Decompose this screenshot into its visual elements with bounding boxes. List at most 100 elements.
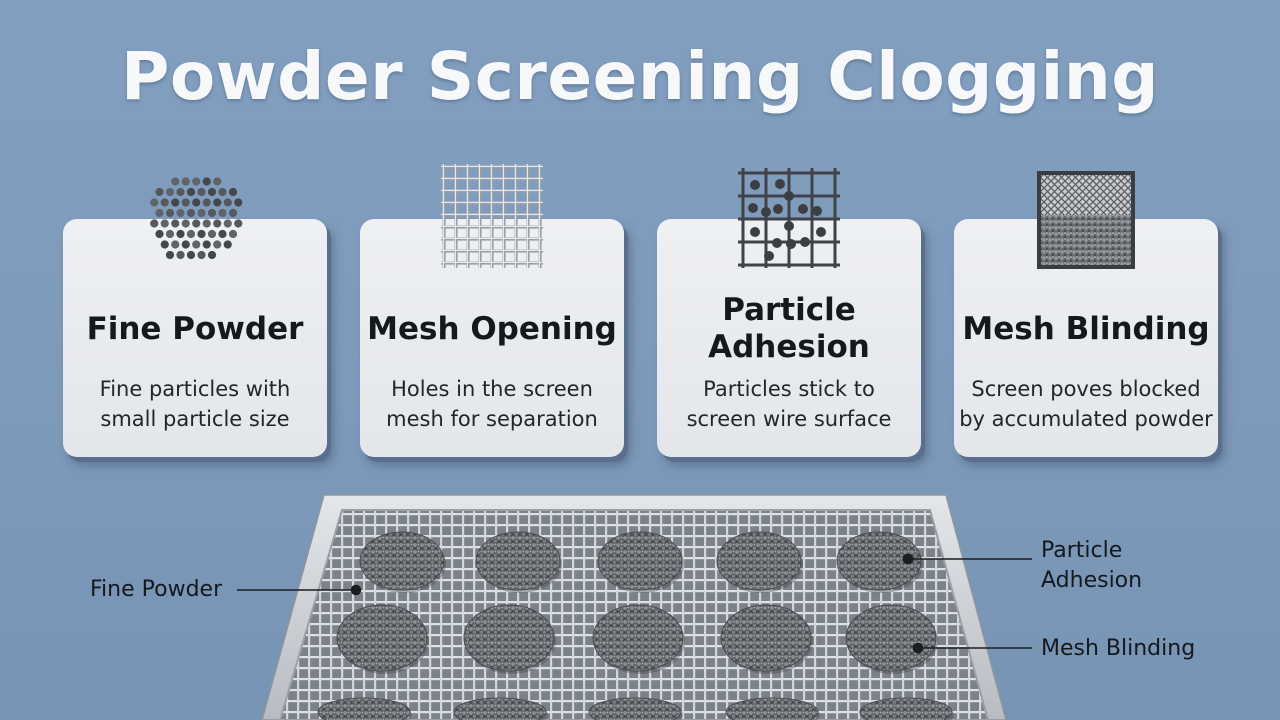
adhered-particle bbox=[748, 203, 758, 213]
adhered-particle bbox=[750, 227, 760, 237]
callout-line: Particle bbox=[1041, 538, 1123, 563]
powder-dot bbox=[218, 187, 227, 197]
powder-dot bbox=[181, 240, 190, 249]
powder-pile bbox=[317, 697, 411, 720]
powder-dot bbox=[176, 187, 185, 197]
powder-dot bbox=[234, 219, 243, 228]
powder-dot bbox=[228, 208, 238, 218]
powder-dot bbox=[207, 208, 217, 218]
powder-dot bbox=[171, 198, 180, 207]
powder-dot bbox=[171, 177, 180, 186]
callout-particle-adhesion: Particle Adhesion bbox=[1041, 536, 1142, 596]
card-description: Holes in the screen mesh for separation bbox=[360, 374, 624, 434]
powder-pile bbox=[716, 531, 802, 591]
powder-dot bbox=[165, 229, 175, 239]
powder-dot bbox=[186, 229, 196, 239]
powder-dot bbox=[202, 198, 211, 207]
powder-dot bbox=[155, 208, 164, 218]
powder-dot bbox=[165, 208, 175, 218]
powder-dot bbox=[176, 250, 185, 260]
card-desc-line: Holes in the screen bbox=[391, 377, 593, 401]
powder-dot bbox=[176, 229, 185, 239]
card-desc-line: mesh for separation bbox=[386, 407, 598, 431]
powder-pile bbox=[336, 604, 428, 672]
powder-dot bbox=[202, 219, 211, 228]
powder-dot bbox=[218, 229, 227, 239]
adhered-particle bbox=[816, 227, 826, 237]
powder-dot bbox=[160, 240, 169, 249]
powder-dot bbox=[202, 240, 211, 249]
callout-mesh-blinding: Mesh Blinding bbox=[1041, 636, 1196, 661]
powder-dot bbox=[192, 177, 201, 186]
powder-dot bbox=[197, 250, 206, 260]
powder-dot bbox=[207, 250, 217, 260]
screen-tray-illustration bbox=[237, 494, 1032, 720]
adhered-particle bbox=[773, 204, 783, 214]
particle-adhesion-icon bbox=[738, 168, 840, 268]
card-description: Screen poves blocked by accumulated powd… bbox=[954, 374, 1218, 434]
powder-dot bbox=[223, 219, 232, 228]
powder-pile bbox=[588, 697, 682, 720]
powder-dot bbox=[186, 250, 196, 260]
powder-dot bbox=[150, 219, 159, 228]
adhered-particle bbox=[786, 239, 796, 249]
powder-pile bbox=[836, 531, 922, 591]
powder-pile bbox=[725, 697, 819, 720]
powder-dot bbox=[171, 240, 180, 249]
powder-dot bbox=[181, 177, 190, 186]
powder-dot bbox=[207, 229, 217, 239]
adhered-particle bbox=[798, 204, 808, 214]
card-description: Particles stick to screen wire surface bbox=[657, 374, 921, 434]
powder-dot bbox=[160, 198, 169, 207]
powder-dot bbox=[197, 208, 206, 218]
powder-dot bbox=[207, 187, 217, 197]
card-desc-line: small particle size bbox=[100, 407, 290, 431]
card-fine-powder: Fine Powder Fine particles with small pa… bbox=[63, 219, 327, 457]
adhered-particle bbox=[750, 180, 760, 190]
card-title: Particle Adhesion bbox=[657, 292, 921, 366]
powder-pile bbox=[845, 604, 937, 672]
powder-dot bbox=[186, 208, 196, 218]
card-title: Fine Powder bbox=[63, 311, 327, 348]
powder-pile bbox=[453, 697, 547, 720]
mesh-opening-icon bbox=[441, 164, 543, 268]
powder-pile bbox=[475, 531, 561, 591]
card-title-line: Adhesion bbox=[708, 329, 870, 365]
powder-dot bbox=[213, 219, 222, 228]
powder-dot bbox=[197, 229, 206, 239]
powder-dot bbox=[181, 219, 190, 228]
page-title: Powder Screening Clogging bbox=[120, 38, 1159, 115]
powder-dot bbox=[155, 187, 164, 197]
card-title: Mesh Opening bbox=[360, 311, 624, 348]
powder-dot bbox=[228, 229, 238, 239]
card-desc-line: by accumulated powder bbox=[959, 407, 1213, 431]
powder-dot bbox=[192, 219, 201, 228]
card-title-line: Particle bbox=[722, 292, 856, 328]
adhered-particle bbox=[800, 237, 810, 247]
adhered-particle bbox=[761, 207, 771, 217]
adhered-particle bbox=[784, 221, 794, 231]
callout-fine-powder: Fine Powder bbox=[90, 577, 223, 602]
adhered-particle bbox=[764, 251, 774, 261]
adhered-particle bbox=[812, 206, 822, 216]
powder-piles bbox=[317, 531, 954, 720]
powder-dot bbox=[171, 219, 180, 228]
powder-dot bbox=[192, 198, 201, 207]
powder-dot bbox=[213, 198, 222, 207]
powder-dot bbox=[213, 177, 222, 186]
card-title-line: Fine Powder bbox=[86, 311, 304, 347]
powder-dot bbox=[197, 187, 206, 197]
powder-dot bbox=[181, 198, 190, 207]
powder-pile bbox=[359, 531, 445, 591]
powder-pile bbox=[597, 531, 683, 591]
powder-pile bbox=[463, 604, 555, 672]
powder-pile bbox=[592, 604, 684, 672]
adhered-particle bbox=[775, 179, 785, 189]
card-desc-line: Screen poves blocked bbox=[971, 377, 1201, 401]
powder-dot bbox=[228, 187, 238, 197]
powder-dot bbox=[186, 187, 196, 197]
powder-dot bbox=[234, 198, 243, 207]
powder-dot bbox=[176, 208, 185, 218]
powder-dot bbox=[165, 250, 175, 260]
card-desc-line: Fine particles with bbox=[99, 377, 291, 401]
